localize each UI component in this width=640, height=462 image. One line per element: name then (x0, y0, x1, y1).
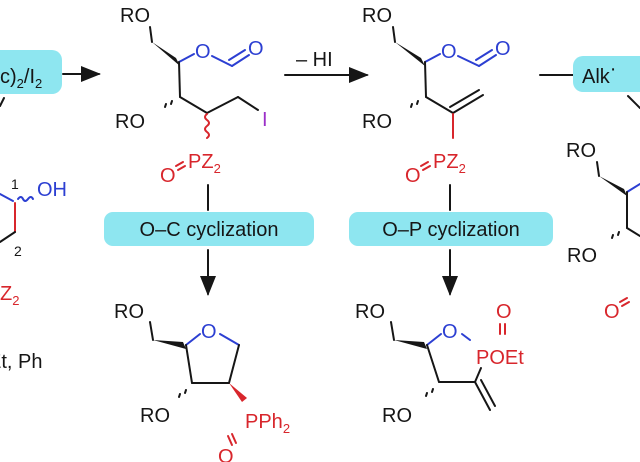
z-group-label: Z2 (0, 283, 19, 308)
carbonyl-o-label: O (495, 38, 511, 60)
iodo-intermediate: RO O O RO I O PZ2 (115, 5, 268, 211)
wedge-bond (152, 42, 180, 66)
op-cyclization-label: O–P cyclization (382, 219, 519, 241)
radical-reagent-box (573, 56, 640, 92)
ring-o-label: O (201, 321, 217, 343)
phosphoryl-o-label: O (160, 165, 176, 187)
ro-label: RO (114, 301, 144, 323)
oc-cyclization-step: O–C cyclization (104, 212, 314, 296)
poet-label: POEt (476, 347, 524, 369)
hydroxyl-label: OH (37, 179, 67, 201)
thf-product: RO O RO PPh2 O (114, 301, 290, 462)
phosphoryl-o-label: O (218, 446, 234, 462)
elimination-label: – HI (296, 49, 333, 71)
position-2-label: 2 (14, 243, 22, 259)
phosphoryl-o-label: O (496, 301, 512, 323)
ro-label: RO (362, 111, 392, 133)
iodine-label: I (262, 109, 268, 131)
wedge-bond (395, 42, 425, 66)
oxaphospholane-product: RO O O POEt RO (355, 301, 524, 427)
reagent-label-left: c)2/I2 (0, 66, 42, 91)
z-options-label: Et, Ph (0, 351, 42, 373)
radical-product-partial: RO RO O (566, 140, 640, 323)
formate-o-label: O (441, 41, 457, 63)
op-cyclization-step: O–P cyclization (349, 212, 553, 296)
wavy-bond (17, 196, 34, 202)
ro-label: RO (140, 405, 170, 427)
pz2-label: PZ2 (188, 151, 221, 176)
formate-o-label: O (195, 41, 211, 63)
radical-label: Alk· (582, 58, 616, 88)
ro-label: RO (566, 140, 596, 162)
wavy-bond (204, 113, 210, 139)
ro-label: RO (115, 111, 145, 133)
position-1-label: 1 (11, 176, 19, 192)
carbonyl-o-label: O (248, 38, 264, 60)
ro-label: RO (120, 5, 150, 27)
vinyl-intermediate: RO O O RO O PZ2 (362, 5, 511, 211)
ro-label: RO (567, 245, 597, 267)
starting-material: c)2/I2 1 OH 2 Z2 Et, Ph (0, 50, 101, 373)
pz2-label: PZ2 (433, 151, 466, 176)
ring-o-label: O (442, 321, 458, 343)
phosphoryl-o-label: O (405, 165, 421, 187)
phosphoryl-o-label: O (604, 301, 620, 323)
oc-cyclization-label: O–C cyclization (140, 219, 279, 241)
ro-label: RO (355, 301, 385, 323)
pph2-label: PPh2 (245, 411, 290, 436)
reagent-box-left (0, 50, 62, 94)
ro-label: RO (382, 405, 412, 427)
ro-label: RO (362, 5, 392, 27)
